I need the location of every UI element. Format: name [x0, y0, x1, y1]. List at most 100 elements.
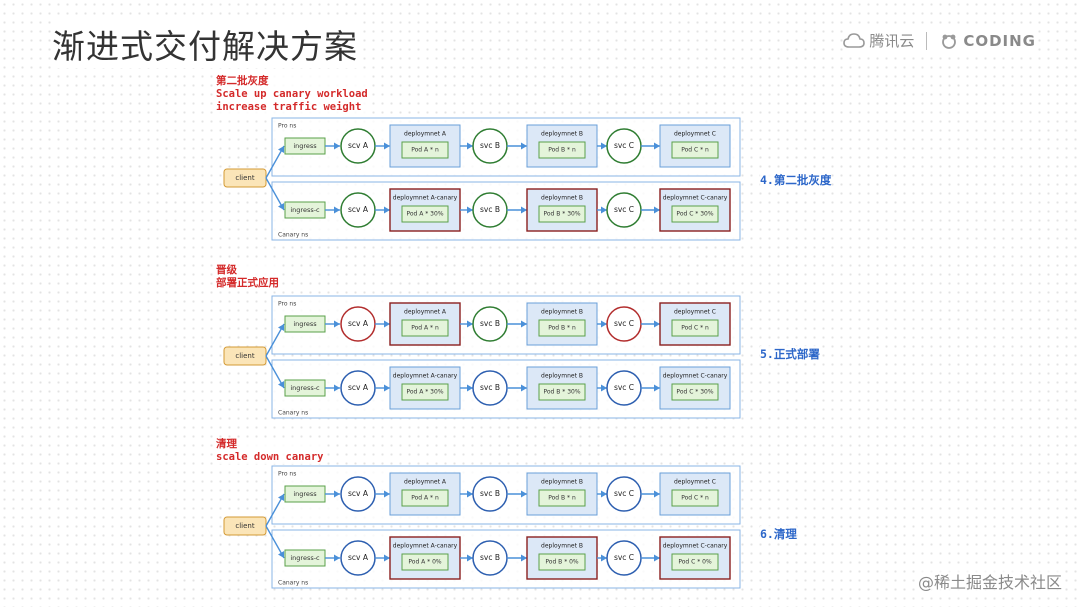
pod-label: Pod A * n — [411, 495, 439, 502]
deployment-box — [659, 124, 731, 168]
arrow-head — [601, 554, 607, 562]
deployment-box — [389, 302, 461, 346]
deployment-label: deploymnet B — [541, 543, 583, 550]
deployment-box — [389, 124, 461, 168]
deployment-label: deploymnet C-canary — [663, 373, 728, 380]
arrow-head — [334, 142, 340, 150]
arrow-head — [384, 206, 390, 214]
ingress-box — [284, 379, 326, 397]
flow-arrow — [265, 177, 285, 211]
pod-box — [401, 383, 449, 401]
arrow-head — [654, 142, 660, 150]
ingress-label: ingress-c — [290, 384, 320, 392]
deployment-label: deploymnet A — [404, 309, 447, 316]
arrow-head — [334, 320, 340, 328]
deployment-label: deploymnet B — [541, 373, 583, 380]
pod-label: Pod C * 30% — [676, 389, 713, 396]
deployment-label: deploymnet B — [541, 195, 583, 202]
note-line: Scale up canary workload — [216, 88, 368, 100]
arrow-head — [467, 206, 473, 214]
service-label: svc C — [614, 141, 634, 150]
service-node — [340, 128, 376, 164]
service-node — [606, 128, 642, 164]
note-line: 部署正式应用 — [216, 277, 279, 289]
service-node — [606, 540, 642, 576]
pod-box — [671, 383, 719, 401]
arrow-head — [521, 490, 527, 498]
pod-box — [538, 141, 586, 159]
pod-box — [671, 141, 719, 159]
service-label: svc C — [614, 383, 634, 392]
service-node — [606, 476, 642, 512]
deployment-label: deploymnet A-canary — [393, 373, 458, 380]
pro-namespace-frame — [271, 117, 741, 177]
service-label: scv A — [348, 141, 369, 150]
deployment-label: deploymnet C — [674, 309, 716, 316]
pod-box — [401, 489, 449, 507]
service-node — [472, 306, 508, 342]
pod-box — [401, 319, 449, 337]
pod-box — [671, 319, 719, 337]
pod-label: Pod A * 30% — [406, 389, 443, 396]
service-label: svc C — [614, 553, 634, 562]
ingress-label: ingress — [293, 142, 317, 150]
arrow-head — [384, 320, 390, 328]
deployment-label: deploymnet C — [674, 479, 716, 486]
client-label: client — [235, 522, 254, 530]
deployment-label: deploymnet C-canary — [663, 195, 728, 202]
arrow-head — [334, 490, 340, 498]
deployment-box — [659, 472, 731, 516]
service-label: svc B — [480, 489, 500, 498]
service-node — [472, 192, 508, 228]
deployment-label: deploymnet C-canary — [663, 543, 728, 550]
arrow-head — [467, 320, 473, 328]
pro-ns-label: Pro ns — [278, 123, 296, 130]
pod-label: Pod C * n — [681, 495, 709, 502]
deployment-label: deploymnet C — [674, 131, 716, 138]
service-label: scv A — [348, 489, 369, 498]
pod-box — [671, 205, 719, 223]
arrow-head — [654, 384, 660, 392]
arrow-head — [278, 494, 285, 501]
service-label: svc B — [480, 205, 500, 214]
service-label: svc C — [614, 205, 634, 214]
canary-ns-label: Canary ns — [278, 580, 308, 587]
coding-label: CODING — [963, 31, 1036, 50]
arrow-head — [334, 554, 340, 562]
arrow-head — [654, 554, 660, 562]
arrow-head — [384, 142, 390, 150]
canary-ns-label: Canary ns — [278, 232, 308, 239]
service-node — [340, 476, 376, 512]
flow-arrow — [265, 355, 285, 389]
coding-logo-icon — [942, 34, 957, 49]
deployment-label: deploymnet B — [541, 131, 583, 138]
service-label: svc B — [480, 383, 500, 392]
pod-label: Pod C * 30% — [676, 211, 713, 218]
tencent-cloud-label: 腾讯云 — [869, 32, 915, 50]
service-node — [472, 128, 508, 164]
note-line: 清理 — [216, 438, 237, 450]
pro-ns-label: Pro ns — [278, 471, 296, 478]
arrow-head — [467, 490, 473, 498]
deployment-label: deploymnet A-canary — [393, 543, 458, 550]
service-label: svc B — [480, 319, 500, 328]
deployment-box — [526, 472, 598, 516]
pod-box — [538, 383, 586, 401]
arrow-head — [467, 384, 473, 392]
pod-label: Pod B * n — [548, 147, 576, 154]
arrow-head — [521, 554, 527, 562]
page-title: 渐进式交付解决方案 — [52, 20, 358, 68]
arrow-head — [384, 490, 390, 498]
note-line: 晋级 — [216, 264, 237, 276]
pod-box — [538, 205, 586, 223]
pod-label: Pod A * n — [411, 325, 439, 332]
deployment-box — [526, 188, 598, 232]
service-node — [340, 370, 376, 406]
pod-label: Pod B * 0% — [545, 559, 579, 566]
service-label: scv A — [348, 383, 369, 392]
